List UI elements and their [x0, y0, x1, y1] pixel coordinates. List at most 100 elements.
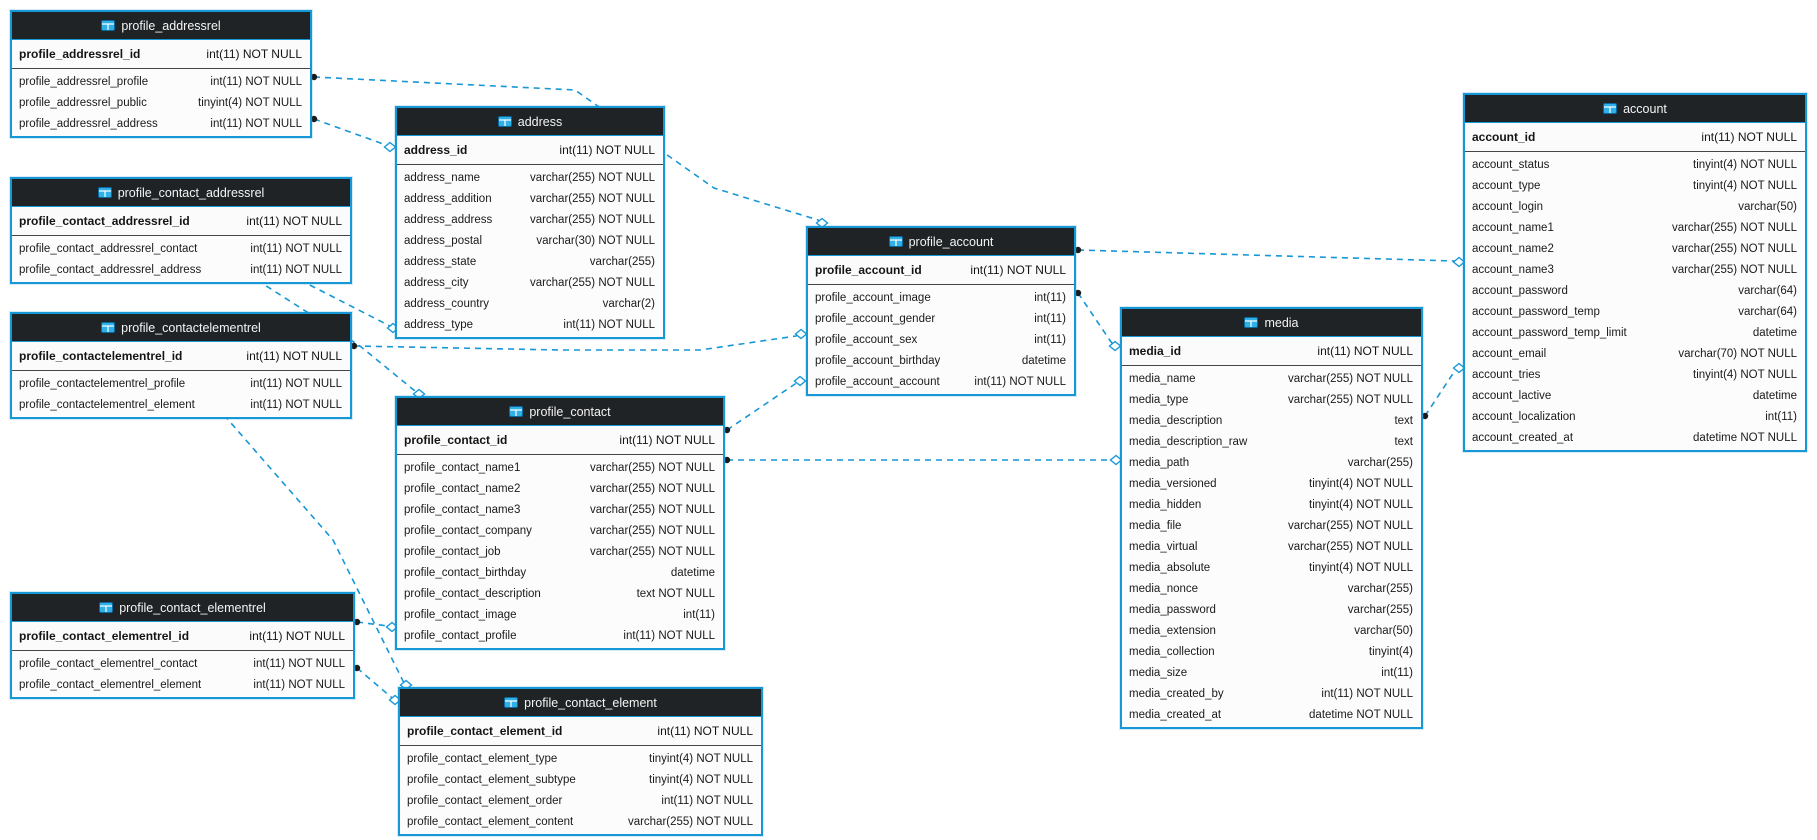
- primary-key-type: int(11) NOT NULL: [246, 349, 342, 363]
- column-name: profile_account_birthday: [815, 354, 941, 367]
- table-header-profile_addressrel[interactable]: profile_addressrel: [12, 12, 310, 40]
- relationship-profile_contact_elementrel-to-profile_contact_element: [353, 664, 402, 706]
- primary-key-row: profile_contactelementrel_id int(11) NOT …: [12, 342, 350, 371]
- column-type: int(11): [1034, 333, 1066, 346]
- column-row: profile_account_sex int(11): [808, 329, 1074, 350]
- table-header-account[interactable]: account: [1465, 95, 1805, 123]
- column-name: media_file: [1129, 519, 1182, 532]
- column-type: int(11) NOT NULL: [661, 794, 753, 807]
- column-name: profile_addressrel_address: [19, 117, 158, 130]
- column-name: address_addition: [404, 192, 492, 205]
- table-icon: [1603, 103, 1618, 114]
- column-type: int(11): [1381, 666, 1413, 679]
- column-type: int(11) NOT NULL: [250, 242, 342, 255]
- table-header-profile_account[interactable]: profile_account: [808, 228, 1074, 256]
- column-name: profile_account_sex: [815, 333, 918, 346]
- column-type: varchar(255): [1347, 603, 1413, 616]
- column-type: tinyint(4) NOT NULL: [649, 773, 753, 786]
- table-header-media[interactable]: media: [1122, 309, 1421, 337]
- column-name: profile_account_image: [815, 291, 931, 304]
- column-name: profile_contact_birthday: [404, 566, 527, 579]
- column-type: varchar(255) NOT NULL: [589, 524, 715, 537]
- primary-key-name: profile_contactelementrel_id: [19, 349, 183, 363]
- column-name: profile_contact_image: [404, 608, 517, 621]
- column-name: media_name: [1129, 372, 1196, 385]
- column-type: varchar(255) NOT NULL: [589, 545, 715, 558]
- table-header-profile_contactelementrel[interactable]: profile_contactelementrel: [12, 314, 350, 342]
- table-title: profile_account: [908, 234, 994, 249]
- column-name: address_address: [404, 213, 493, 226]
- column-name: account_localization: [1472, 410, 1576, 423]
- column-name: account_password_temp: [1472, 305, 1600, 318]
- column-type: varchar(255) NOT NULL: [589, 503, 715, 516]
- column-name: media_type: [1129, 393, 1189, 406]
- column-name: profile_contact_addressrel_contact: [19, 242, 198, 255]
- column-name: account_name1: [1472, 221, 1554, 234]
- relationship-diamond-marker: [1108, 340, 1122, 352]
- relationship-profile_account-to-account: [1074, 246, 1466, 268]
- column-type: tinyint(4) NOT NULL: [1693, 158, 1797, 171]
- column-type: int(11) NOT NULL: [210, 75, 302, 88]
- column-type: int(11) NOT NULL: [253, 678, 345, 691]
- column-name: profile_contact_element_content: [407, 815, 574, 828]
- column-type: varchar(255) NOT NULL: [1671, 221, 1797, 234]
- relationship-profile_contact-to-profile_account: [723, 375, 807, 434]
- table-header-profile_contact_element[interactable]: profile_contact_element: [400, 689, 761, 717]
- table-header-profile_contact_addressrel[interactable]: profile_contact_addressrel: [12, 179, 350, 207]
- table-icon: [97, 187, 112, 198]
- column-type: varchar(255) NOT NULL: [1287, 540, 1413, 553]
- table-header-profile_contact[interactable]: profile_contact: [397, 398, 723, 426]
- table-header-profile_contact_elementrel[interactable]: profile_contact_elementrel: [12, 594, 353, 622]
- column-row: profile_account_birthday datetime: [808, 350, 1074, 371]
- primary-key-type: int(11) NOT NULL: [657, 724, 753, 738]
- table-profile_contact_element[interactable]: profile_contact_element profile_contact_e…: [398, 687, 763, 836]
- column-type: tinyint(4) NOT NULL: [1309, 498, 1413, 511]
- table-header-address[interactable]: address: [397, 108, 663, 136]
- table-icon: [101, 20, 116, 31]
- column-name: account_email: [1472, 347, 1547, 360]
- primary-key-name: profile_contact_element_id: [407, 724, 563, 738]
- relationship-line: [726, 380, 801, 431]
- relationship-profile_contact-to-media: [723, 454, 1123, 466]
- column-name: media_collection: [1129, 645, 1215, 658]
- primary-key-name: profile_contact_elementrel_id: [19, 629, 190, 643]
- primary-key-type: int(11) NOT NULL: [619, 433, 715, 447]
- column-name: profile_contact_element_subtype: [407, 773, 576, 786]
- table-icon: [99, 602, 114, 613]
- relationship-diamond-marker: [383, 141, 397, 153]
- column-type: int(11): [1034, 312, 1066, 325]
- column-type: datetime: [1021, 354, 1066, 367]
- column-name: profile_contact_profile: [404, 629, 517, 642]
